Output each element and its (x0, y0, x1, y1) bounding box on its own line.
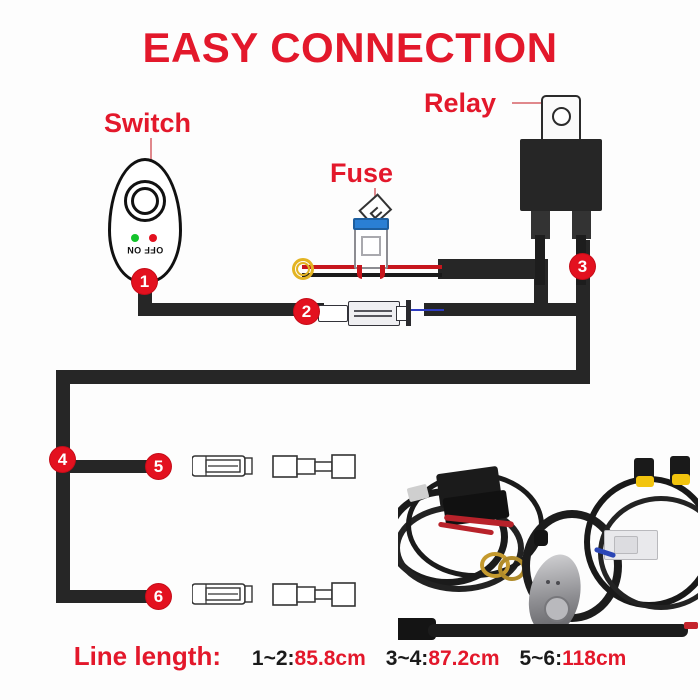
badge-point-2[interactable]: 2 (294, 299, 319, 324)
connector-detail-line-bottom (354, 315, 392, 317)
cable-left-vertical (56, 370, 70, 603)
wire-black-main (302, 273, 442, 277)
switch-led-label: OFF ON (126, 245, 164, 255)
line-length-footer: Line length: 1~2:85.8cm 3~4:87.2cm 5~6:1… (0, 641, 700, 672)
leader-line-relay (512, 102, 556, 104)
connector-illustration-bullet-bottom (192, 578, 260, 610)
fuse-wire-leg-right (380, 265, 385, 279)
photo-switch-led-red (556, 581, 560, 585)
fuse-component[interactable] (347, 193, 403, 279)
line-length-title: Line length: (73, 641, 222, 671)
label-switch: Switch (104, 108, 192, 138)
cable-sleeve-to-relay (438, 259, 548, 279)
photo-white-connector-plug (614, 536, 638, 554)
fuse-wire-leg-left (357, 265, 362, 279)
connector-illustration-splice-bottom (272, 578, 356, 610)
switch-button-inner-ring[interactable] (131, 187, 159, 215)
length-value-1-2: 85.8cm (294, 647, 366, 670)
badge-point-5[interactable]: 5 (146, 454, 171, 479)
length-value-5-6: 118cm (562, 647, 627, 670)
switch-component[interactable]: OFF ON (108, 158, 182, 283)
label-relay: Relay (424, 88, 497, 118)
photo-dt-connector-1-seal (636, 476, 654, 487)
relay-pin-left (535, 235, 545, 285)
inline-connector-assembly[interactable] (318, 300, 430, 326)
led-on-indicator (131, 234, 139, 242)
connector-illustration-bullet-top (192, 450, 260, 482)
connector-illustration-splice-top (272, 450, 356, 482)
relay-component[interactable] (520, 95, 602, 285)
connector-detail-line-top (354, 310, 392, 312)
ring-terminal-eyelet (292, 258, 314, 280)
photo-tail-plug (398, 618, 436, 640)
photo-tail-red-tip (684, 622, 698, 629)
fuse-holder-window (361, 236, 381, 256)
cable-branch-6 (56, 590, 160, 603)
connector-male-half (318, 305, 348, 322)
blade-fuse (353, 218, 389, 230)
badge-point-1[interactable]: 1 (132, 269, 157, 294)
badge-point-6[interactable]: 6 (146, 584, 171, 609)
cable-conn2-to-relay (424, 303, 584, 316)
ring-terminal-eyelet-inner (296, 262, 310, 276)
photo-tail-cable (428, 624, 688, 637)
photo-switch-button (544, 596, 570, 622)
relay-terminal-right (572, 211, 591, 239)
cable-branch-5 (56, 460, 160, 473)
relay-mount-hole-icon (552, 107, 571, 126)
photo-dt-connector-2-seal (672, 474, 690, 485)
length-key-1-2: 1~2: (251, 647, 295, 670)
connector-cable-entry (406, 300, 411, 326)
page-title: EASY CONNECTION (142, 24, 558, 71)
badge-point-4[interactable]: 4 (50, 447, 75, 472)
length-key-5-6: 5~6: (519, 647, 563, 670)
length-value-3-4: 87.2cm (428, 647, 500, 670)
relay-body (520, 139, 602, 211)
badge-point-3[interactable]: 3 (570, 254, 595, 279)
product-photo (398, 452, 698, 648)
wire-blue-segment (404, 309, 444, 311)
label-fuse: Fuse (330, 158, 394, 188)
connector-female-half (348, 301, 400, 326)
cable-switch-right (138, 303, 324, 316)
photo-switch-led-green (546, 580, 550, 584)
relay-terminal-left (531, 211, 550, 239)
cable-long-horizontal (56, 370, 590, 384)
harness-cable-tie (534, 530, 548, 546)
length-key-3-4: 3~4: (385, 647, 429, 670)
led-off-indicator (149, 234, 157, 242)
